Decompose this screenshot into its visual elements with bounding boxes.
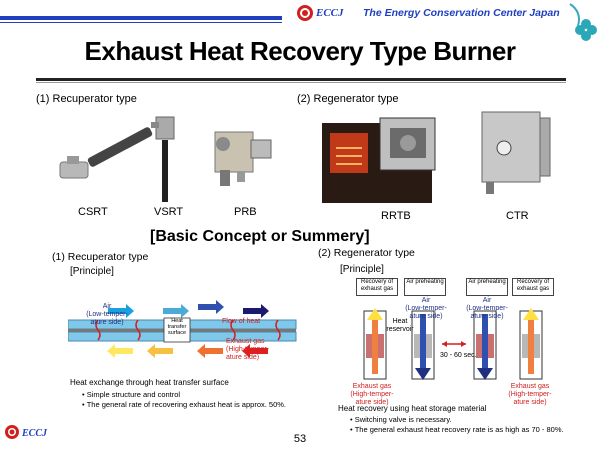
header-logo-text: ECCJ xyxy=(316,7,344,19)
basic-concept-heading: [Basic Concept or Summery] xyxy=(150,228,370,245)
switch-cycle-label: 30 - 60 sec. xyxy=(440,352,477,359)
stage-label-air-preheat-right: Air preheating xyxy=(466,278,508,296)
regenerator-summary: Heat recovery using heat storage materia… xyxy=(338,404,487,413)
vsrt-burner-photo xyxy=(151,116,175,202)
recuperator-bullet-1: • Simple structure and control xyxy=(82,390,181,399)
regenerator-air-label-left: Air (Low-temper- ature side) xyxy=(405,297,447,320)
regenerator-principle-heading: (2) Regenerator type xyxy=(318,247,415,259)
recuperator-diagram xyxy=(68,300,297,358)
regenerator-product-photos xyxy=(322,111,551,203)
regenerator-bullet-2: • The general exhaust heat recovery rate… xyxy=(350,425,564,434)
product-label-vsrt: VSRT xyxy=(154,206,184,218)
product-label-rrtb: RRTB xyxy=(381,210,411,222)
recuperator-air-label: Air (Low-temper- ature side) xyxy=(86,303,128,326)
prb-burner-photo xyxy=(214,131,272,186)
recuperator-bullet-2: • The general rate of recovering exhaust… xyxy=(82,400,287,409)
stage-label-recovery-left: Recovery of exhaust gas xyxy=(356,278,398,296)
regenerator-air-label-right: Air (Low-temper- ature side) xyxy=(466,297,508,320)
regenerator-exhaust-label-left: Exhaust gas (High-temper- ature side) xyxy=(350,383,394,406)
recuperator-principle-heading: (1) Recuperator type xyxy=(52,251,149,263)
stage-label-air-preheat-left: Air preheating xyxy=(404,278,446,296)
heat-reservoir-label: Heat reservoir xyxy=(386,318,414,333)
heat-transfer-surface-label: Heat transfer surface xyxy=(167,318,187,336)
header-org-name: The Energy Conservation Center Japan xyxy=(363,7,560,19)
footer-logo-icon xyxy=(5,425,19,439)
regenerator-principle-subheading: [Principle] xyxy=(340,264,384,275)
product-label-prb: PRB xyxy=(234,206,257,218)
product-label-ctr: CTR xyxy=(506,210,529,222)
stage-label-recovery-right: Recovery of exhaust gas xyxy=(512,278,554,296)
recuperator-heading: (1) Recuperator type xyxy=(36,93,137,105)
regenerator-exhaust-label-right: Exhaust gas (High-temper- ature side) xyxy=(508,383,552,406)
recuperator-principle-subheading: [Principle] xyxy=(70,266,114,277)
regenerator-bullet-1: • Switching valve is necessary. xyxy=(350,415,452,424)
footer-logo-text: ECCJ xyxy=(22,428,48,439)
recuperator-product-photos xyxy=(59,116,272,202)
regenerator-diagram xyxy=(363,308,543,380)
header-rule-thin xyxy=(0,22,282,23)
flow-of-heat-label: Flow of heat xyxy=(222,318,261,325)
header-rule xyxy=(0,16,282,20)
title-underline xyxy=(36,78,566,81)
page-title: Exhaust Heat Recovery Type Burner xyxy=(84,36,516,66)
regenerator-heading: (2) Regenerator type xyxy=(297,93,399,105)
ctr-burner-photo xyxy=(481,111,551,194)
clover-icon xyxy=(569,3,597,41)
csrt-burner-photo xyxy=(59,127,153,179)
recuperator-exhaust-label: Exhaust gas (High-temper- ature side) xyxy=(226,338,270,361)
title-underline-thin xyxy=(36,82,566,83)
rrtb-burner-photo xyxy=(322,117,436,203)
eccj-logo-icon xyxy=(297,5,313,21)
product-label-csrt: CSRT xyxy=(78,206,108,218)
page-number: 53 xyxy=(293,433,307,445)
recuperator-summary: Heat exchange through heat transfer surf… xyxy=(70,378,229,387)
